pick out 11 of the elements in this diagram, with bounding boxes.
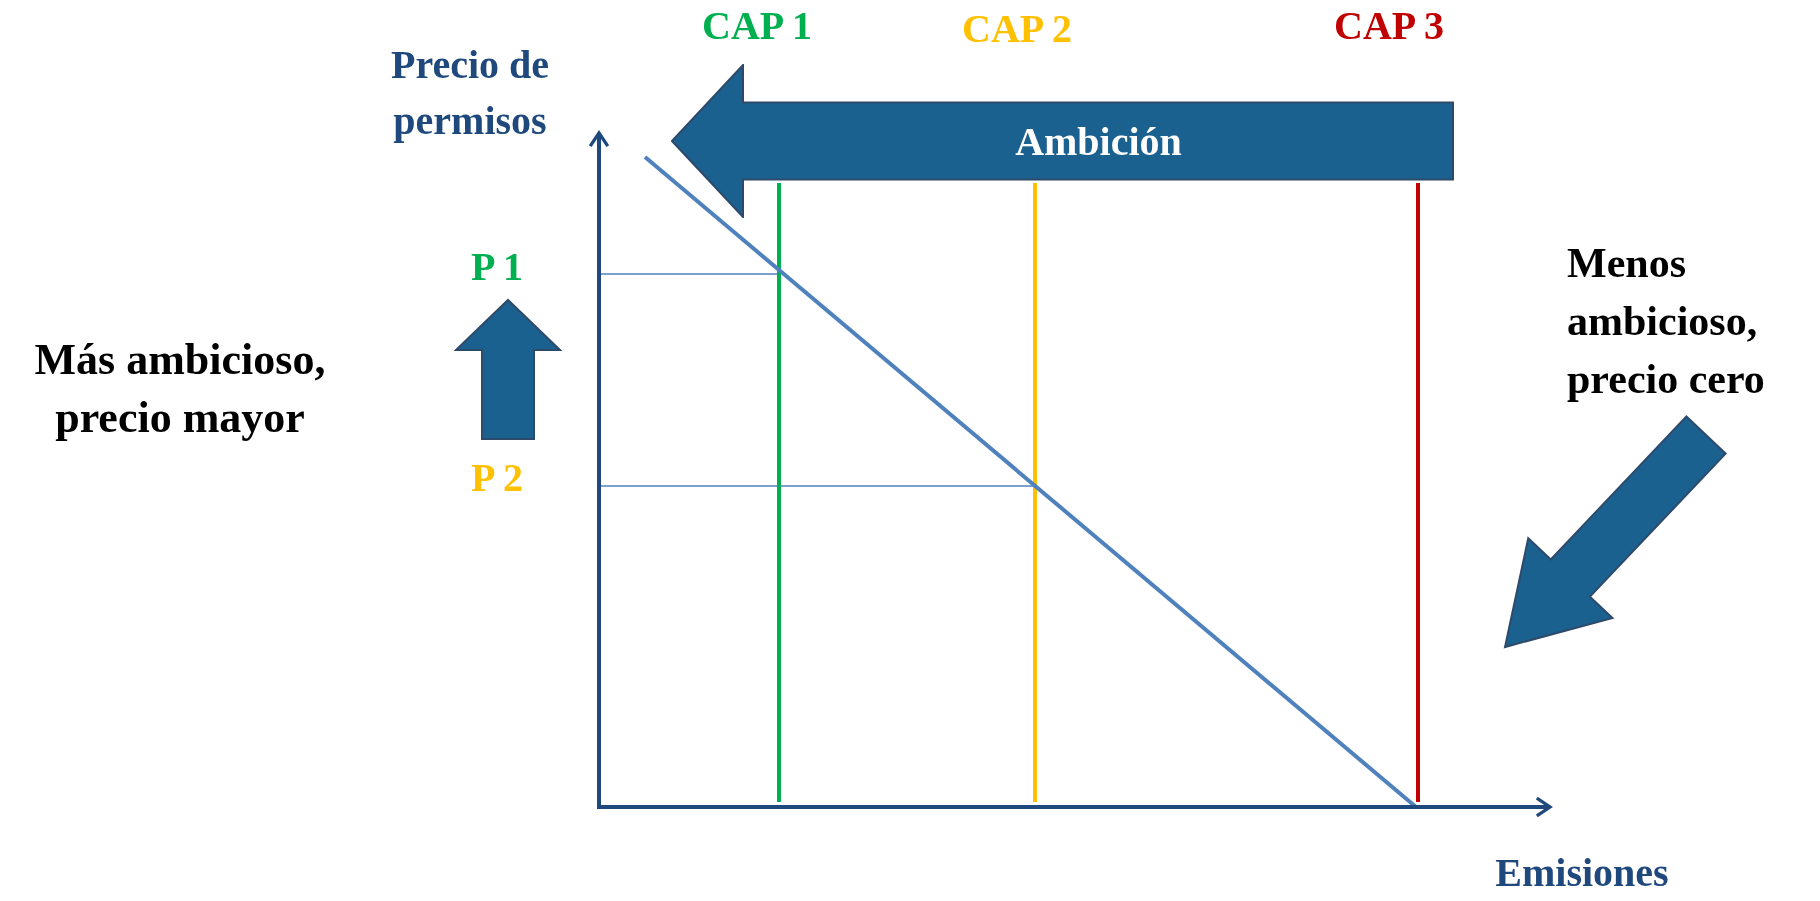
note: Más ambicioso, precio mayor <box>33 333 327 444</box>
cap-label: CAP 1 <box>701 2 813 50</box>
block-arrow <box>671 64 1454 218</box>
price-label: P 2 <box>469 454 525 502</box>
axis-title: Precio de permisos <box>389 41 551 145</box>
cap-label: CAP 2 <box>961 5 1073 53</box>
axis-title: Emisiones <box>1494 849 1670 897</box>
note: Menos ambicioso, precio cero <box>1567 239 1766 404</box>
price-label: P 1 <box>469 243 525 291</box>
cap-label: CAP 3 <box>1333 2 1445 50</box>
arrow-label: Ambición <box>1015 117 1182 165</box>
